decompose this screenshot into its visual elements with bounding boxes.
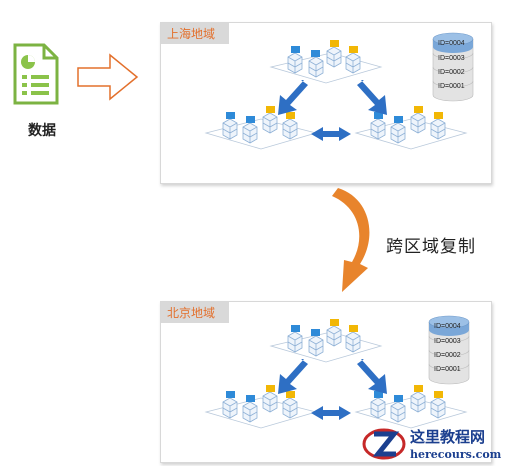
server-icon (287, 46, 303, 74)
watermark-url: herecours.com (410, 448, 502, 461)
replication-label: 跨区域复制 (386, 237, 476, 256)
db-row-label: ID=0001 (434, 366, 461, 373)
document-chart-icon (13, 43, 59, 105)
cluster-diagram (204, 32, 474, 150)
watermark-title: 这里教程网 (410, 428, 486, 446)
db-row-label: ID=0004 (434, 323, 461, 330)
db-row-label: ID=0004 (438, 40, 465, 47)
region-panel-beijing: 北京地域 ID=0004 ID=0003 ID=0002 ID=0001 (160, 301, 492, 463)
cluster-diagram (204, 315, 470, 429)
db-row-label: ID=0002 (434, 352, 461, 359)
db-row-label: ID=0002 (438, 69, 465, 76)
source-label: 数据 (28, 122, 56, 138)
region-name: 上海地域 (161, 23, 230, 44)
outline-arrow-right-icon (77, 53, 139, 101)
replication-arrow-icon (332, 188, 370, 292)
db-row-label: ID=0003 (438, 55, 465, 62)
db-row-label: ID=0003 (434, 338, 461, 345)
db-row-label: ID=0001 (438, 83, 465, 90)
region-name: 北京地域 (161, 302, 230, 323)
region-panel-shanghai: 上海地域 (160, 22, 492, 184)
watermark-logo-icon (362, 428, 406, 460)
